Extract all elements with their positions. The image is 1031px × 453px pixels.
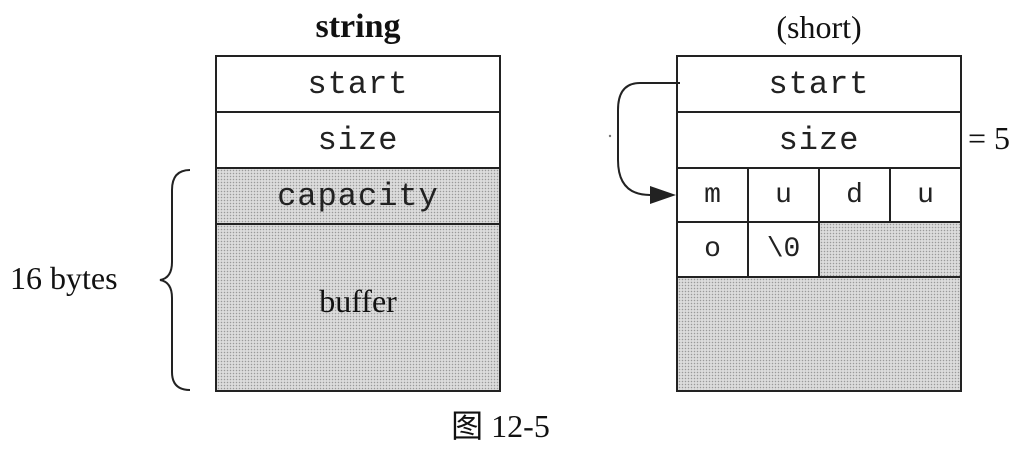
left-field-start: start xyxy=(215,55,501,113)
right-diagram-title: (short) xyxy=(776,9,862,45)
left-field-buffer: buffer xyxy=(215,223,501,392)
size-value-label: = 5 xyxy=(968,120,1011,156)
curly-brace xyxy=(159,169,191,391)
unused-buffer-area xyxy=(676,276,962,392)
left-diagram-title: string xyxy=(315,8,401,45)
right-field-start: start xyxy=(676,55,962,113)
figure-caption: 图 12-5 xyxy=(451,408,550,444)
speck-mark xyxy=(608,134,612,138)
unused-char-space xyxy=(818,221,962,278)
pointer-arrowhead xyxy=(650,186,676,204)
left-field-size: size xyxy=(215,111,501,169)
pointer-arrow-line xyxy=(617,82,680,196)
brace-label: 16 bytes xyxy=(10,260,118,296)
char-cell: u xyxy=(747,167,820,223)
